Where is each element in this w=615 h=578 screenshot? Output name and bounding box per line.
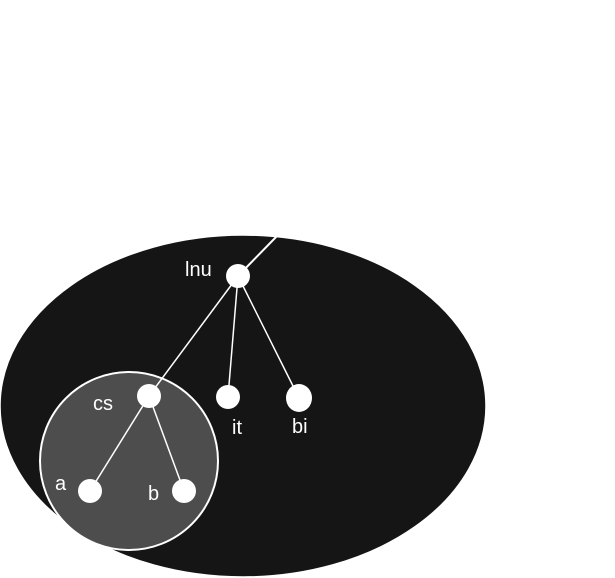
node-label-bi: bi bbox=[292, 416, 308, 438]
edge-cs-b bbox=[148, 395, 185, 492]
node-label-a: a bbox=[55, 473, 67, 495]
node-cs bbox=[137, 384, 161, 408]
edges-layer bbox=[89, 275, 300, 492]
inner-region bbox=[39, 371, 219, 551]
edge-lnu-bi bbox=[237, 275, 300, 399]
node-a bbox=[78, 479, 102, 503]
node-label-it: it bbox=[232, 417, 242, 439]
node-label-b: b bbox=[148, 483, 159, 505]
node-bi bbox=[286, 384, 312, 412]
edge-cs-a bbox=[89, 395, 150, 492]
node-label-cs: cs bbox=[93, 393, 113, 415]
node-b bbox=[172, 479, 196, 503]
labels-layer: lnu cs it bi a b bbox=[55, 259, 308, 505]
edge-lnu-cs bbox=[148, 275, 239, 397]
nodes-layer bbox=[78, 264, 312, 503]
node-it bbox=[216, 385, 240, 409]
edge-lnu-it bbox=[227, 275, 239, 398]
node-label-lnu: lnu bbox=[185, 259, 212, 281]
node-lnu bbox=[226, 264, 250, 288]
